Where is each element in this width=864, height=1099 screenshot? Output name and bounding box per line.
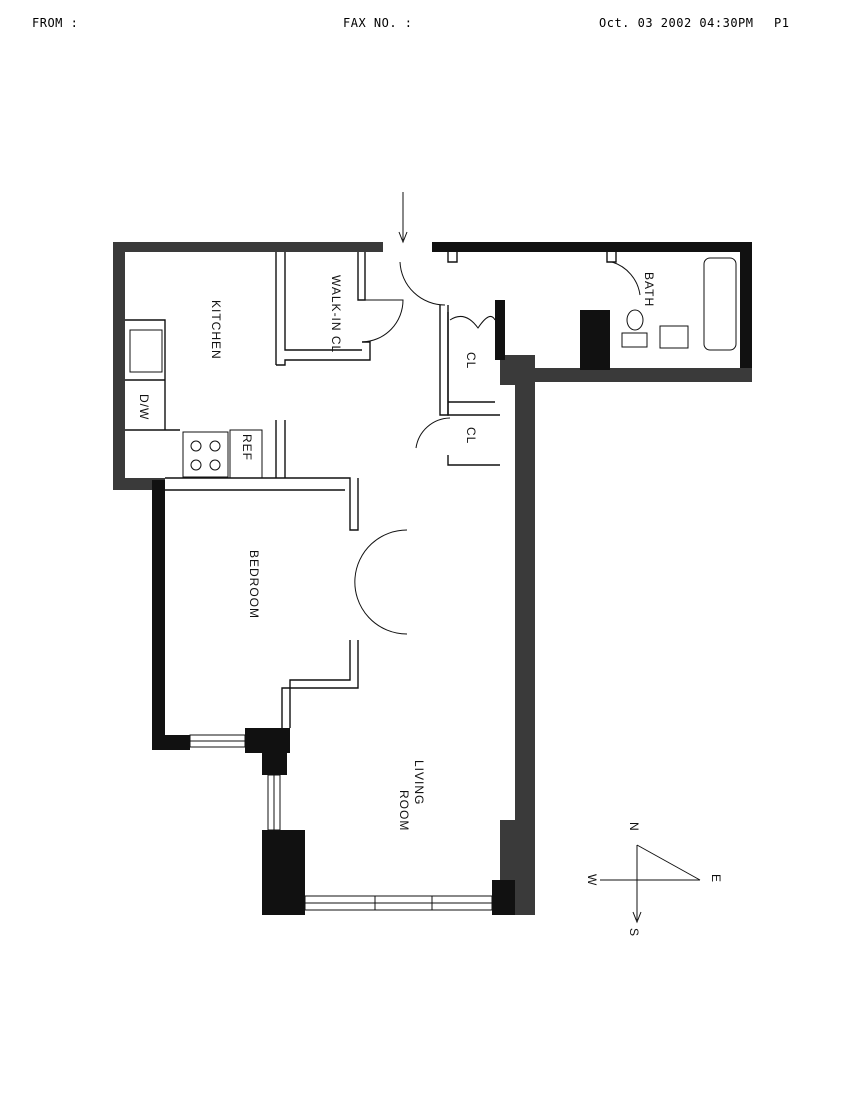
compass-south: S [627, 928, 641, 937]
fixtures [129, 257, 737, 479]
doors [354, 261, 641, 635]
walk-in-closet-label: WALK-IN CL [329, 275, 343, 353]
fax-from-label: FROM : [32, 16, 79, 30]
entry-arrow-icon [398, 192, 408, 244]
compass-icon: N E S W [585, 822, 723, 937]
closet-label: CL [464, 427, 478, 444]
vanity-icon [659, 325, 689, 349]
closet-label: CL [464, 352, 478, 369]
refrigerator-icon [229, 429, 263, 479]
interior-walls [125, 252, 617, 728]
bathtub-icon [703, 257, 737, 351]
kitchen-label: KITCHEN [209, 300, 223, 360]
fax-page-number: P1 [774, 16, 790, 30]
fax-timestamp: Oct. 03 2002 04:30PM [599, 16, 754, 30]
compass-north: N [627, 822, 641, 832]
dishwasher-label: D/W [137, 394, 151, 420]
refrigerator-label: REF [240, 434, 254, 461]
sink-icon [129, 329, 163, 373]
exterior-walls [113, 242, 752, 915]
toilet-icon [626, 309, 644, 331]
compass-west: W [585, 874, 599, 886]
fax-number-label: FAX NO. : [343, 16, 413, 30]
compass-east: E [709, 874, 723, 883]
bedroom-label: BEDROOM [247, 550, 261, 619]
living-room-label: ROOM [397, 790, 411, 831]
bath-label: BATH [642, 272, 656, 307]
windows [189, 734, 493, 911]
stove-icon [182, 431, 229, 478]
living-room-label: LIVING [412, 760, 426, 805]
